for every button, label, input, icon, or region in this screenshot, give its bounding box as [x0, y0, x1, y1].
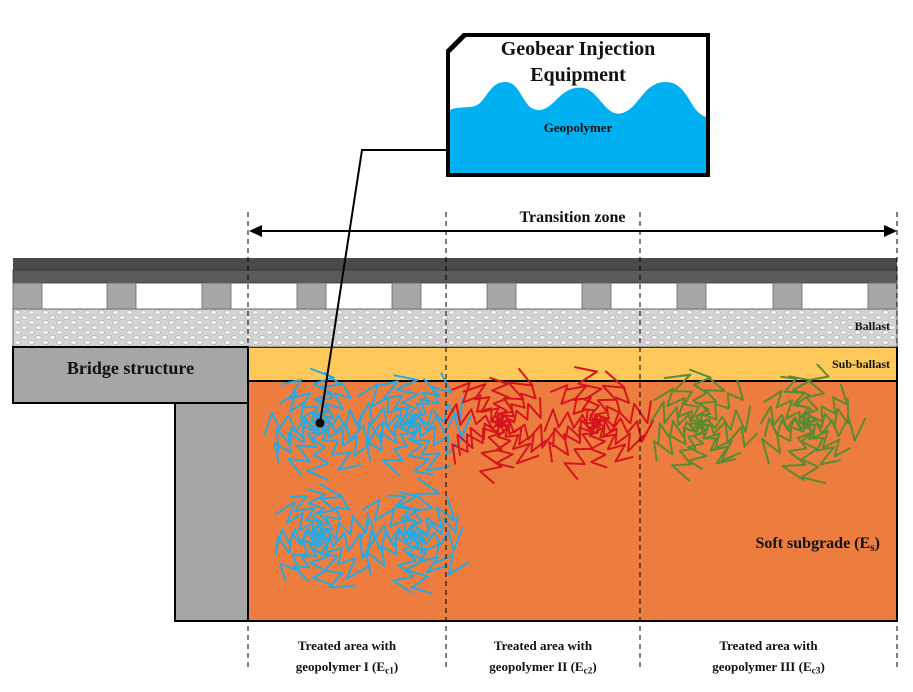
bridge-structure-label: Bridge structure	[66, 358, 195, 378]
geopolymer-label: Geopolymer	[543, 120, 613, 135]
soft-subgrade-text: Soft subgrade (E	[755, 535, 871, 552]
soft-subgrade-close: )	[874, 535, 880, 552]
bridge-pier	[174, 402, 249, 622]
burst-zone1-c	[274, 482, 377, 589]
soft-subgrade-subscript: s	[870, 541, 875, 554]
zone-1-close: )	[393, 659, 399, 674]
injection-leader-line	[319, 149, 446, 424]
burst-zone2-b	[543, 366, 655, 481]
geopolymer-fill	[450, 82, 706, 173]
sleeper-3	[201, 282, 232, 310]
sleeper-8	[676, 282, 707, 310]
zone-1-subscript: c1	[385, 666, 394, 677]
transition-zone-label: Transition zone	[519, 209, 626, 226]
zone-2-label-line2: geopolymer II (Ec2)	[446, 659, 640, 676]
equipment-title-line2: Equipment	[530, 64, 626, 86]
zone-3-label-line1: Treated area with	[719, 638, 818, 653]
sleeper-2	[106, 282, 137, 310]
zone-2-text: geopolymer II (E	[489, 659, 584, 674]
injection-bursts	[263, 363, 867, 595]
zone-2-subscript: c2	[583, 666, 593, 677]
bridge-deck	[12, 346, 249, 404]
zone-2-label-line1: Treated area with	[493, 638, 593, 653]
zone-1-text: geopolymer I (E	[295, 659, 386, 674]
zone-2-close: )	[592, 659, 597, 674]
zone-1-label-line2: geopolymer I (Ec1)	[248, 659, 446, 676]
burst-zone3-a	[649, 368, 759, 482]
injection-equipment	[446, 33, 710, 177]
zone-1-label-line1: Treated area with	[297, 638, 397, 653]
equipment-title-line1: Geobear Injection	[500, 38, 656, 60]
rail-top	[13, 258, 897, 270]
burst-zone1-b	[355, 372, 473, 477]
injection-point	[315, 418, 325, 428]
zone-3-label-line2: geopolymer III (Ec3)	[640, 659, 897, 676]
sleepers	[12, 282, 898, 310]
zone-3-close: )	[820, 659, 825, 674]
sleeper-7	[581, 282, 612, 310]
zone-3-subscript: c3	[811, 666, 821, 677]
ballast-label: Ballast	[854, 319, 890, 333]
zone-dividers	[247, 212, 898, 670]
soft-subgrade-label: Soft subgrade (Es)	[700, 535, 881, 554]
burst-zone2-a	[443, 367, 558, 485]
burst-zone1-d	[358, 476, 470, 595]
ballast-layer	[12, 308, 898, 348]
sub-ballast-label: Sub-ballast	[831, 357, 890, 371]
sleeper-5	[391, 282, 422, 310]
sleeper-1	[12, 282, 43, 310]
rail-bottom	[12, 269, 898, 284]
sleeper-4	[296, 282, 327, 310]
sleeper-6	[486, 282, 517, 310]
soft-subgrade-layer	[247, 380, 898, 622]
zone-3-text: geopolymer III (E	[712, 659, 812, 674]
sleeper-9	[772, 282, 803, 310]
sleeper-10	[867, 282, 898, 310]
transition-zone-arrow	[249, 225, 897, 237]
burst-zone3-b	[759, 363, 867, 485]
